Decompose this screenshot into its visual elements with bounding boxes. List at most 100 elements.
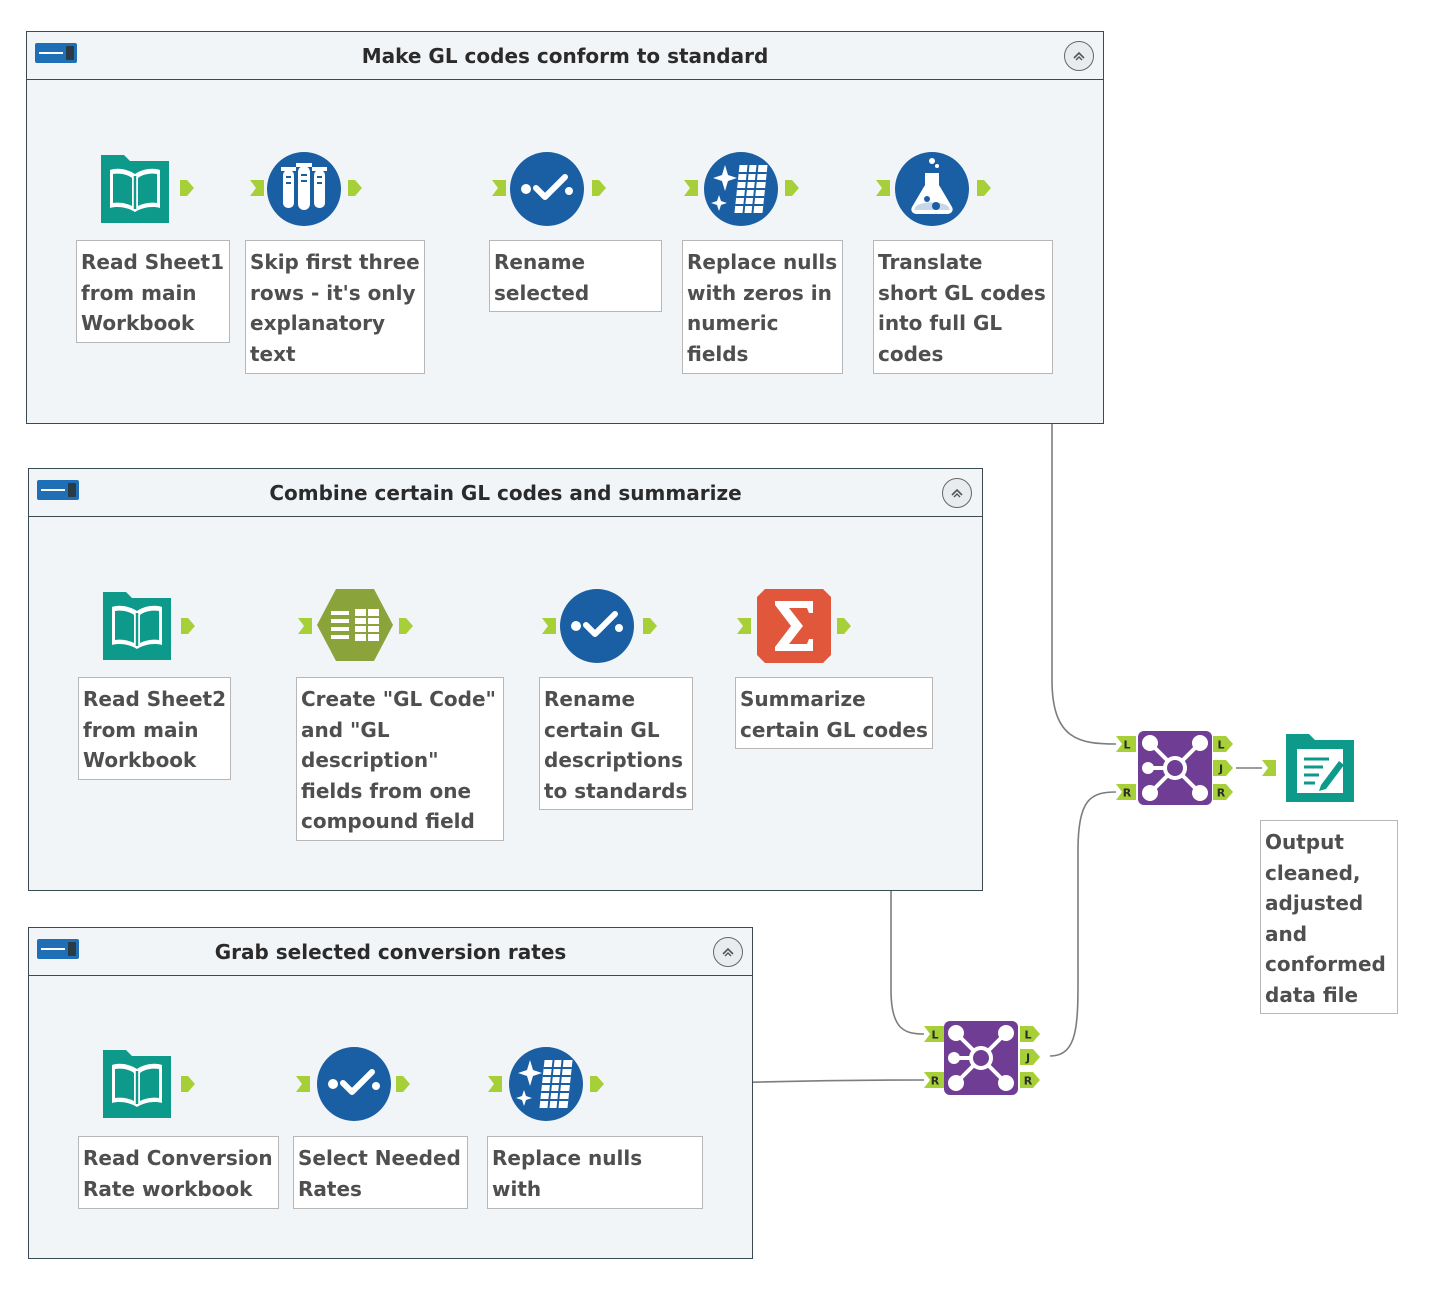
- anchor-arrow-icon: [250, 180, 264, 196]
- join-right-output-anchor[interactable]: R: [1020, 1072, 1040, 1088]
- output-anchor[interactable]: [592, 180, 606, 196]
- input-anchor[interactable]: [1262, 760, 1276, 776]
- chevron-up-icon: [1073, 51, 1085, 61]
- join-left-input-anchor[interactable]: L: [1116, 736, 1136, 752]
- join-join-output-anchor[interactable]: J: [1020, 1049, 1040, 1065]
- chevron-up-icon: [722, 947, 734, 957]
- output-anchor[interactable]: [837, 618, 851, 634]
- input-anchor[interactable]: [737, 618, 751, 634]
- svg-text:R: R: [1217, 787, 1226, 800]
- input-data-tool[interactable]: [100, 589, 174, 663]
- sparkle-table-icon: [509, 1047, 583, 1121]
- join-right-input-anchor[interactable]: R: [924, 1072, 944, 1088]
- join-left-input-anchor[interactable]: L: [924, 1026, 944, 1042]
- container-toggle-icon[interactable]: [37, 939, 79, 959]
- input-anchor[interactable]: [684, 180, 698, 196]
- flask-icon: [895, 152, 969, 226]
- join-network-icon: [944, 1021, 1018, 1095]
- tool-annotation: Replace nulls with zeros in numeric fiel…: [682, 240, 843, 374]
- tool-annotation: Skip first three rows - it's only explan…: [245, 240, 425, 374]
- join-tool[interactable]: [944, 1021, 1018, 1095]
- join-join-output-anchor[interactable]: J: [1213, 760, 1233, 776]
- collapse-button[interactable]: [1064, 41, 1094, 71]
- formula-tool[interactable]: [894, 151, 970, 227]
- anchor-arrow-icon: [399, 618, 413, 634]
- input-data-tool[interactable]: [100, 1047, 174, 1121]
- book-input-icon: [103, 1050, 171, 1118]
- tool-annotation: Read Conversion Rate workbook: [78, 1136, 279, 1209]
- container-toggle-icon[interactable]: [37, 480, 79, 500]
- tool-annotation: Rename selected fields: [489, 240, 662, 312]
- join-right-input-anchor[interactable]: R: [1116, 784, 1136, 800]
- sample-tool[interactable]: [266, 151, 342, 227]
- output-anchor[interactable]: [785, 180, 799, 196]
- output-anchor[interactable]: [590, 1076, 604, 1092]
- input-anchor[interactable]: [488, 1076, 502, 1092]
- anchor-arrow-icon: J: [1213, 760, 1233, 776]
- collapse-button[interactable]: [713, 937, 743, 967]
- book-input-icon: [103, 592, 171, 660]
- join-right-output-anchor[interactable]: R: [1213, 784, 1233, 800]
- tool-annotation: Read Sheet2 from main Workbook: [78, 677, 231, 780]
- tool-annotation: Summarize certain GL codes: [735, 677, 933, 749]
- svg-text:J: J: [1218, 763, 1223, 776]
- join-tool[interactable]: [1138, 731, 1212, 805]
- join-left-output-anchor[interactable]: L: [1213, 736, 1233, 752]
- container-header: [29, 928, 752, 976]
- select-tool[interactable]: [509, 151, 585, 227]
- output-anchor[interactable]: [396, 1076, 410, 1092]
- hexagon-table-icon: [317, 589, 393, 661]
- anchor-arrow-icon: L: [1020, 1026, 1040, 1042]
- checkmark-select-icon: [317, 1047, 391, 1121]
- input-anchor[interactable]: [876, 180, 890, 196]
- anchor-arrow-icon: [684, 180, 698, 196]
- tool-container-gl-standard[interactable]: Make GL codes conform to standard: [26, 31, 1104, 424]
- svg-text:L: L: [931, 1029, 938, 1042]
- text-to-columns-tool[interactable]: [316, 587, 394, 663]
- input-data-tool[interactable]: [98, 152, 172, 226]
- tool-annotation: Translate short GL codes into full GL co…: [873, 240, 1053, 374]
- tool-annotation: Rename certain GL descriptions to standa…: [539, 677, 693, 810]
- join-left-output-anchor[interactable]: L: [1020, 1026, 1040, 1042]
- output-anchor[interactable]: [181, 1076, 195, 1092]
- input-anchor[interactable]: [542, 618, 556, 634]
- output-anchor[interactable]: [399, 618, 413, 634]
- data-cleansing-tool[interactable]: [703, 151, 779, 227]
- anchor-arrow-icon: [1262, 760, 1276, 776]
- container-title: Combine certain GL codes and summarize: [269, 481, 742, 505]
- output-anchor[interactable]: [180, 180, 194, 196]
- anchor-arrow-icon: [296, 1076, 310, 1092]
- output-anchor[interactable]: [181, 618, 195, 634]
- data-cleansing-tool[interactable]: [508, 1046, 584, 1122]
- anchor-arrow-icon: R: [1213, 784, 1233, 800]
- output-anchor[interactable]: [977, 180, 991, 196]
- anchor-arrow-icon: [643, 618, 657, 634]
- output-data-tool[interactable]: [1283, 731, 1357, 805]
- anchor-arrow-icon: L: [1213, 736, 1233, 752]
- anchor-arrow-icon: [837, 618, 851, 634]
- select-tool[interactable]: [316, 1046, 392, 1122]
- input-anchor[interactable]: [298, 618, 312, 634]
- container-header: [27, 32, 1103, 80]
- document-output-icon: [1286, 734, 1354, 802]
- anchor-arrow-icon: [737, 618, 751, 634]
- anchor-arrow-icon: [542, 618, 556, 634]
- anchor-arrow-icon: L: [924, 1026, 944, 1042]
- join-network-icon: [1138, 731, 1212, 805]
- input-anchor[interactable]: [492, 180, 506, 196]
- tool-annotation: Select Needed Rates: [293, 1136, 468, 1209]
- anchor-arrow-icon: [298, 618, 312, 634]
- collapse-button[interactable]: [942, 478, 972, 508]
- container-title: Grab selected conversion rates: [214, 940, 567, 964]
- anchor-arrow-icon: [396, 1076, 410, 1092]
- summarize-tool[interactable]: [757, 589, 831, 663]
- input-anchor[interactable]: [250, 180, 264, 196]
- select-tool[interactable]: [559, 588, 635, 664]
- anchor-arrow-icon: [592, 180, 606, 196]
- output-anchor[interactable]: [348, 180, 362, 196]
- input-anchor[interactable]: [296, 1076, 310, 1092]
- anchor-arrow-icon: L: [1116, 736, 1136, 752]
- container-toggle-icon[interactable]: [35, 43, 77, 63]
- svg-text:R: R: [1024, 1075, 1033, 1088]
- output-anchor[interactable]: [643, 618, 657, 634]
